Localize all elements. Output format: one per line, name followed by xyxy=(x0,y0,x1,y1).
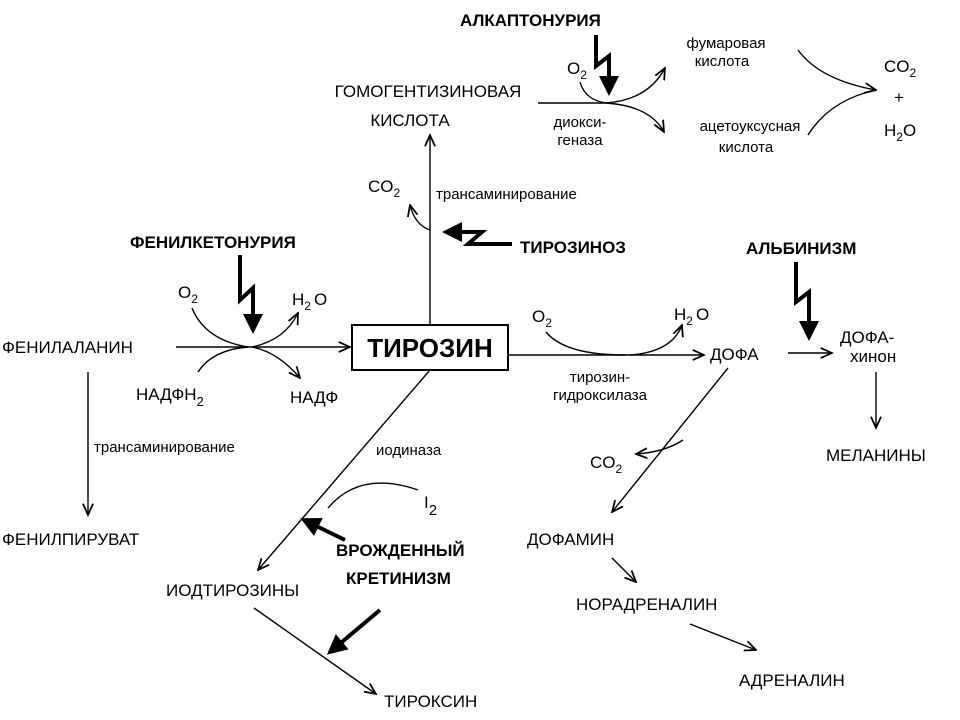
adrenaline-label: АДРЕНАЛИН xyxy=(739,671,845,690)
noradrenaline-to-adrenaline-arrow xyxy=(689,623,756,650)
h2o-dopa-curve xyxy=(629,325,682,356)
o2-alk-curve xyxy=(579,81,607,104)
nadp-label: НАДФ xyxy=(290,388,338,407)
nadph-curve xyxy=(197,346,249,373)
fumaric-label-1: фумаровая xyxy=(686,35,765,52)
transamination-phe-label: трансаминирование xyxy=(94,439,235,456)
acetoacetic-label-2: кислота xyxy=(719,139,774,156)
dioxygenase-label-2: геназа xyxy=(557,132,603,149)
melanins-label: МЕЛАНИНЫ xyxy=(826,446,926,465)
cretinism-arrow-2-icon xyxy=(326,608,382,655)
co2-tyr-curve xyxy=(410,205,431,231)
o2-phe-curve xyxy=(191,307,249,348)
transamination-tyr-label: трансаминирование xyxy=(436,186,577,203)
dioxygenase-label-1: диокси- xyxy=(553,114,606,131)
to-acetoacetate-curve xyxy=(605,102,664,132)
tyrosine-box xyxy=(351,324,509,371)
phenylketonuria-label: ФЕНИЛКЕТОНУРИЯ xyxy=(130,233,296,252)
alkaptonuria-label: АЛКАПТОНУРИЯ xyxy=(460,11,601,30)
plus-label: + xyxy=(894,88,904,107)
o2-alk-label: O2 xyxy=(567,59,587,82)
phenylpyruvate-label: ФЕНИЛПИРУВАТ xyxy=(2,530,139,549)
homogentisic-label-1: ГОМОГЕНТИЗИНОВАЯ xyxy=(335,82,522,101)
albinism-block-icon xyxy=(794,262,819,341)
tyr-to-iodotyrosine-arrow xyxy=(258,369,431,570)
tyrosine-hydroxylase-label-1: тирозин- xyxy=(570,369,630,386)
dopa-quinone-label-1: ДОФА- xyxy=(840,328,894,347)
dopa-label: ДОФА xyxy=(710,345,759,364)
i2-curve xyxy=(327,482,419,509)
o2-dopa-curve xyxy=(545,331,626,356)
fumarate-to-co2-curve xyxy=(797,49,876,90)
iodotyrosine-to-thyroxine-arrow xyxy=(253,607,376,694)
thyroxine-label: ТИРОКСИН xyxy=(384,692,477,711)
dopa-quinone-label-2: хинон xyxy=(850,347,896,366)
h2o-final-label: H2O xyxy=(884,121,916,144)
dopamine-to-noradrenaline-arrow xyxy=(611,557,636,582)
cretinism-label-1: ВРОЖДЕННЫЙ xyxy=(336,541,465,560)
cretinism-arrow-1-icon xyxy=(300,518,346,542)
nadph-label: НАДФН2 xyxy=(136,385,204,409)
co2-dopamine-curve xyxy=(636,439,684,454)
albinism-label: АЛЬБИНИЗМ xyxy=(746,239,856,258)
nadp-curve xyxy=(251,346,300,378)
fumaric-label-2: кислота xyxy=(695,53,750,70)
noradrenaline-label: НОРАДРЕНАЛИН xyxy=(576,595,717,614)
tyrosinosis-block-icon xyxy=(442,222,512,246)
tyrosine-label: ТИРОЗИН xyxy=(367,333,493,363)
o2-dopa-label: O2 xyxy=(532,307,552,330)
dopa-to-dopamine-arrow xyxy=(612,367,729,512)
iodotyrosines-label: ИОДТИРОЗИНЫ xyxy=(166,581,299,600)
dopamine-label: ДОФАМИН xyxy=(527,530,614,549)
homogentisic-label-2: КИСЛОТА xyxy=(370,111,450,130)
acetoacetic-label-1: ацетоуксусная xyxy=(700,118,801,135)
iodinase-label: иодиназа xyxy=(376,442,442,459)
phenylalanine-label: ФЕНИЛАЛАНИН xyxy=(2,338,133,357)
tyrosine-hydroxylase-label-2: гидроксилаза xyxy=(553,387,648,404)
o2-phe-label: O2 xyxy=(178,283,198,306)
co2-tyr-label: CO2 xyxy=(368,177,401,200)
co2-dopamine-label: CO2 xyxy=(590,453,623,476)
acetoacetate-to-co2-curve xyxy=(807,89,877,136)
cretinism-label-2: КРЕТИНИЗМ xyxy=(346,569,451,588)
phenylketonuria-block-icon xyxy=(238,255,263,334)
co2-final-label: CO2 xyxy=(884,57,917,80)
h2o-phe-curve xyxy=(251,313,298,348)
tyrosinosis-label: ТИРОЗИНОЗ xyxy=(520,238,626,257)
alkaptonuria-block-icon xyxy=(594,35,619,96)
i2-label: I2 xyxy=(424,493,437,519)
to-fumarate-curve xyxy=(605,68,665,104)
